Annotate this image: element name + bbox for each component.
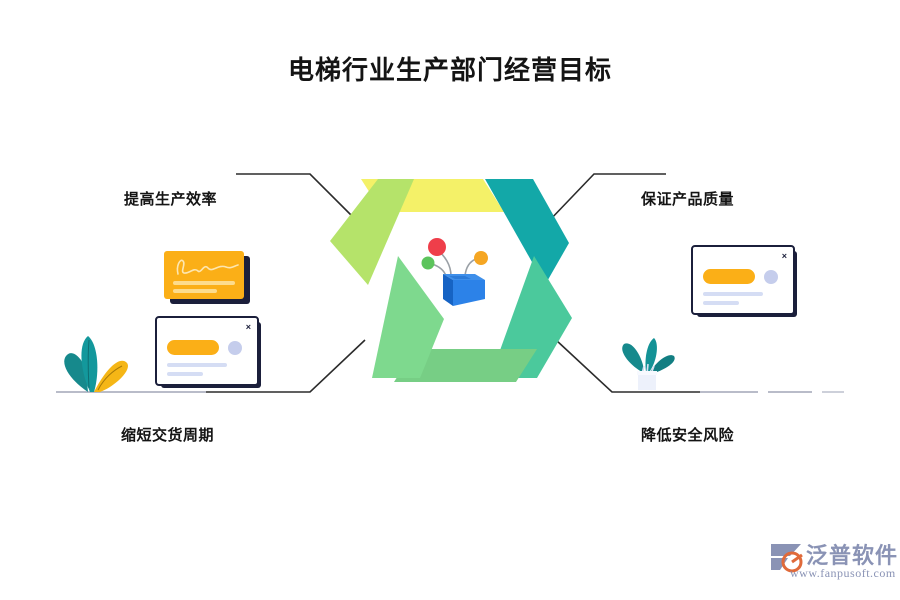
dialog-text-line-2 [167,372,203,376]
wheel-segment-top-left [330,179,414,285]
close-icon[interactable]: × [245,322,251,332]
node-label-bottom-right: 降低安全风险 [641,427,735,444]
avatar [764,270,778,284]
orange-card-line-1 [173,281,235,285]
wheel-segment-bottom [394,349,537,382]
leaf-plant-illustration [56,328,146,392]
potted-plant-illustration [612,336,682,392]
ground-line-right-b [768,391,812,393]
orange-card-line-2 [173,289,217,293]
close-icon[interactable]: × [781,251,787,261]
dialog-card-right[interactable]: × [691,245,795,315]
node-label-bottom-left: 缩短交货周期 [121,427,215,444]
balloon-red [428,238,446,256]
dialog-text-line-2 [703,301,739,305]
signature-document-card [164,251,244,299]
wheel-segment-bottom-right [490,256,572,378]
dialog-text-line-1 [167,363,227,367]
dialog-text-line-1 [703,292,763,296]
ground-line-right-a [700,391,758,393]
node-label-top-right: 保证产品质量 [641,191,735,208]
dialog-card-left[interactable]: × [155,316,259,386]
fanpu-logo-mark [768,538,890,588]
hexagon-wheel [330,168,580,390]
wheel-segment-bottom-left [372,256,444,378]
dialog-primary-button[interactable] [703,269,755,284]
balloon-orange [474,251,488,265]
logo-text: 泛普软件 [806,543,899,568]
dialog-primary-button[interactable] [167,340,219,355]
avatar [228,341,242,355]
center-box-icon [413,228,505,308]
ground-line-right-c [822,391,844,393]
page-title: 电梯行业生产部门经营目标 [287,55,612,85]
node-label-top-left: 提高生产效率 [124,191,218,208]
logo-url: www.fanpusoft.com [790,566,896,580]
balloon-green [421,256,435,270]
ground-line-left [56,391,206,393]
wheel-segment-top-right [485,179,569,285]
